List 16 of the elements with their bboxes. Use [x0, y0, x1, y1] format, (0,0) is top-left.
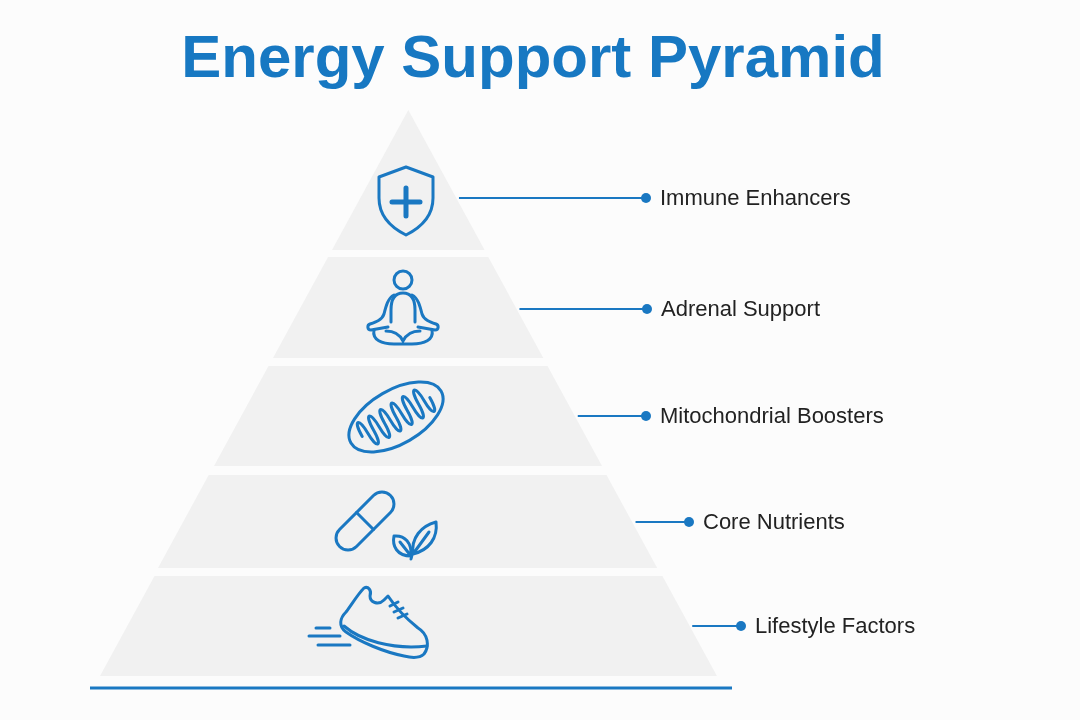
- pyramid-tier: [213, 366, 602, 466]
- leader-line: [634, 517, 694, 527]
- tier-label: Mitochondrial Boosters: [660, 402, 884, 430]
- tier-label: Immune Enhancers: [660, 184, 851, 212]
- tier-label: Core Nutrients: [703, 508, 845, 536]
- pyramid-tier: [272, 257, 544, 358]
- pyramid-tier: [99, 576, 717, 676]
- leader-line: [691, 621, 746, 631]
- tier-label: Lifestyle Factors: [755, 612, 916, 640]
- tier-label: Adrenal Support: [661, 295, 820, 323]
- pyramid-tier: [158, 475, 658, 568]
- leader-line: [518, 304, 652, 314]
- title: Energy Support Pyramid: [180, 24, 886, 90]
- leader-line: [457, 193, 651, 203]
- pyramid-top-tier: [331, 110, 485, 250]
- leader-line: [576, 411, 651, 421]
